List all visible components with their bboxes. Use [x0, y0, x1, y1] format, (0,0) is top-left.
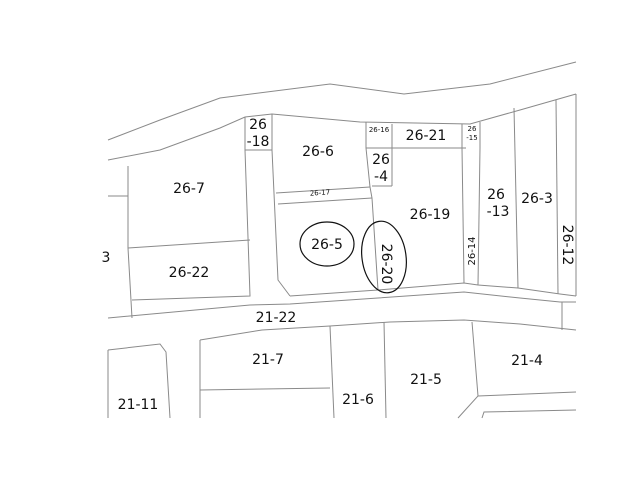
parcel-label-26-15-line1: 26: [468, 125, 477, 133]
parcel-label-26-17: 26-17: [310, 188, 331, 197]
parcel-label-26-14: 26-14: [467, 236, 478, 265]
parcel-label-26-12: 26-12: [559, 225, 575, 266]
parcel-label-21-11: 21-11: [118, 397, 159, 413]
parcel-label-26-18-line2: -18: [247, 134, 270, 150]
parcel-label-26-19: 26-19: [410, 207, 451, 223]
parcel-label-26-5: 26-5: [311, 237, 343, 253]
parcel-label-26-16: 26-16: [369, 126, 390, 134]
highlight-marks: [299, 220, 407, 294]
parcel-labels: 26 -18 26-6 26-16 26-21 26 -15 26 -4 26-…: [102, 117, 575, 413]
parcel-label-26-15-line2: -15: [466, 134, 477, 142]
parcel-label-26-7: 26-7: [173, 181, 205, 197]
parcel-boundaries: [107, 61, 577, 419]
parcel-label-21-4: 21-4: [511, 353, 543, 369]
parcel-label-21-5: 21-5: [410, 372, 442, 388]
parcel-label-26-6: 26-6: [302, 144, 334, 160]
parcel-label-26-20: 26-20: [378, 244, 394, 285]
parcel-label-26-18-line1: 26: [249, 117, 267, 133]
parcel-label-26-13-line2: -13: [487, 204, 510, 220]
parcel-label-21-6: 21-6: [342, 392, 374, 408]
parcel-label-26-3: 26-3: [521, 191, 553, 207]
parcel-label-26-4-line1: 26: [372, 152, 390, 168]
parcel-label-partial-3: 3: [102, 250, 111, 266]
parcel-label-26-22: 26-22: [169, 265, 210, 281]
parcel-label-21-7: 21-7: [252, 352, 284, 368]
parcel-label-26-13-line1: 26: [487, 187, 505, 203]
highlight-ellipse-26-20: [361, 220, 407, 294]
highlight-ellipse-26-5: [299, 221, 355, 267]
parcel-label-26-4-line2: -4: [374, 169, 388, 185]
parcel-label-26-21: 26-21: [406, 128, 447, 144]
parcel-label-21-22: 21-22: [256, 310, 297, 326]
